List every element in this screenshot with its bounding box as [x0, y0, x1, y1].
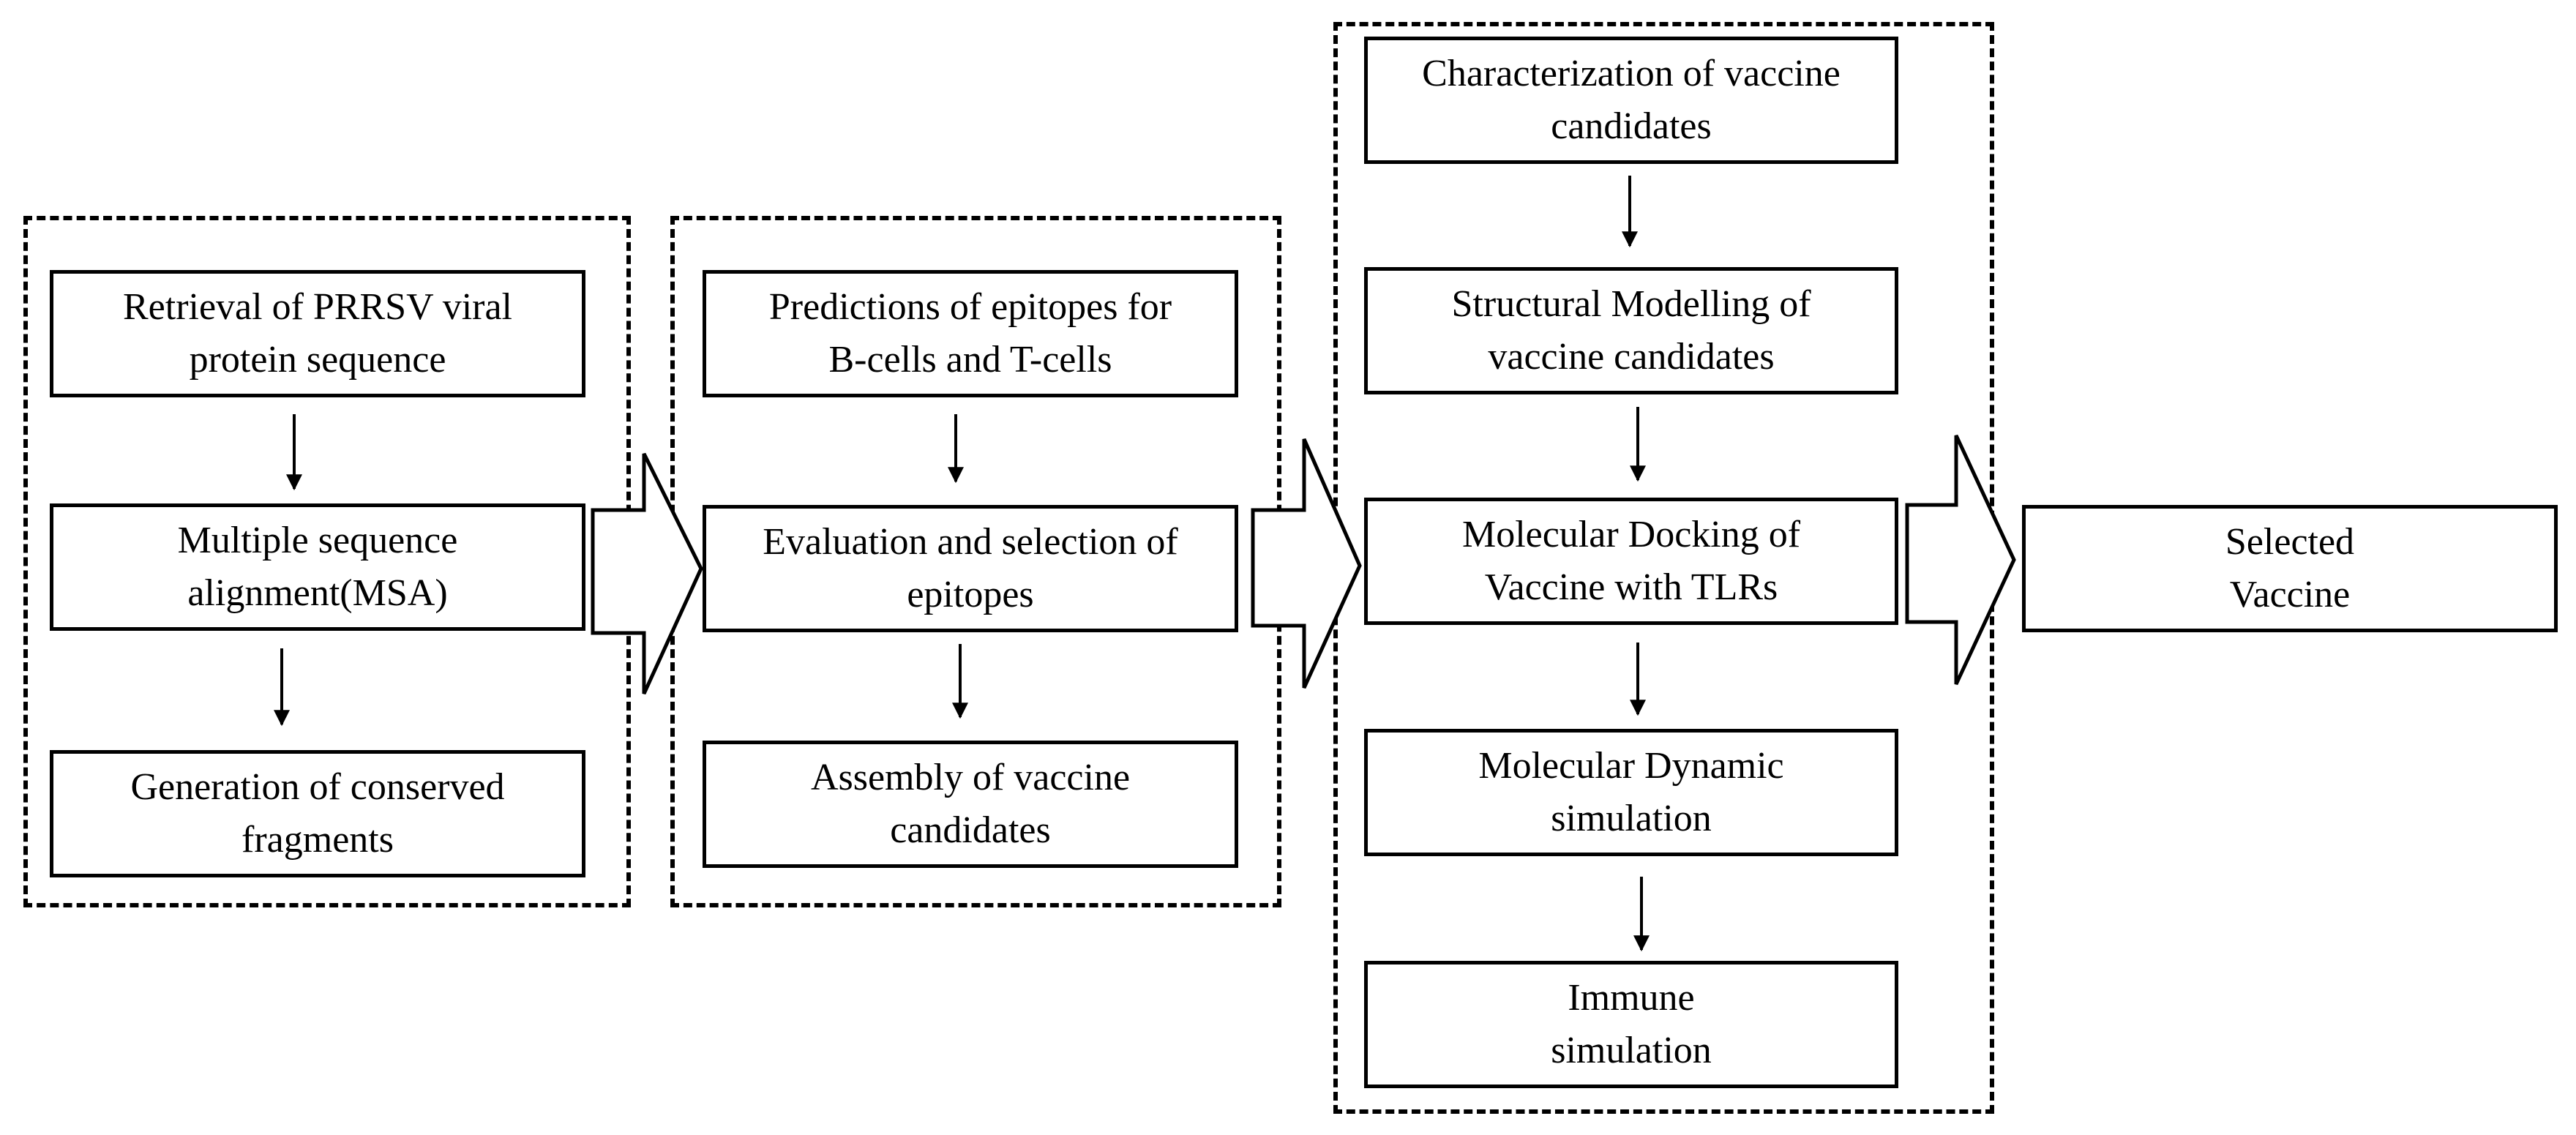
step-evaluation: Evaluation and selection of epitopes — [703, 505, 1238, 632]
step-predictions: Predictions of epitopes for B-cells and … — [703, 270, 1238, 397]
result-selected-vaccine: Selected Vaccine — [2022, 505, 2558, 632]
step-assembly: Assembly of vaccine candidates — [703, 741, 1238, 868]
step-dynamics: Molecular Dynamic simulation — [1364, 729, 1898, 856]
step-conserved: Generation of conserved fragments — [50, 750, 585, 877]
step-msa: Multiple sequence alignment(MSA) — [50, 503, 585, 631]
step-docking: Molecular Docking of Vaccine with TLRs — [1364, 498, 1898, 625]
step-immune: Immune simulation — [1364, 961, 1898, 1088]
step-retrieval: Retrieval of PRRSV viral protein sequenc… — [50, 270, 585, 397]
step-characterization: Characterization of vaccine candidates — [1364, 37, 1898, 164]
step-structural: Structural Modelling of vaccine candidat… — [1364, 267, 1898, 394]
